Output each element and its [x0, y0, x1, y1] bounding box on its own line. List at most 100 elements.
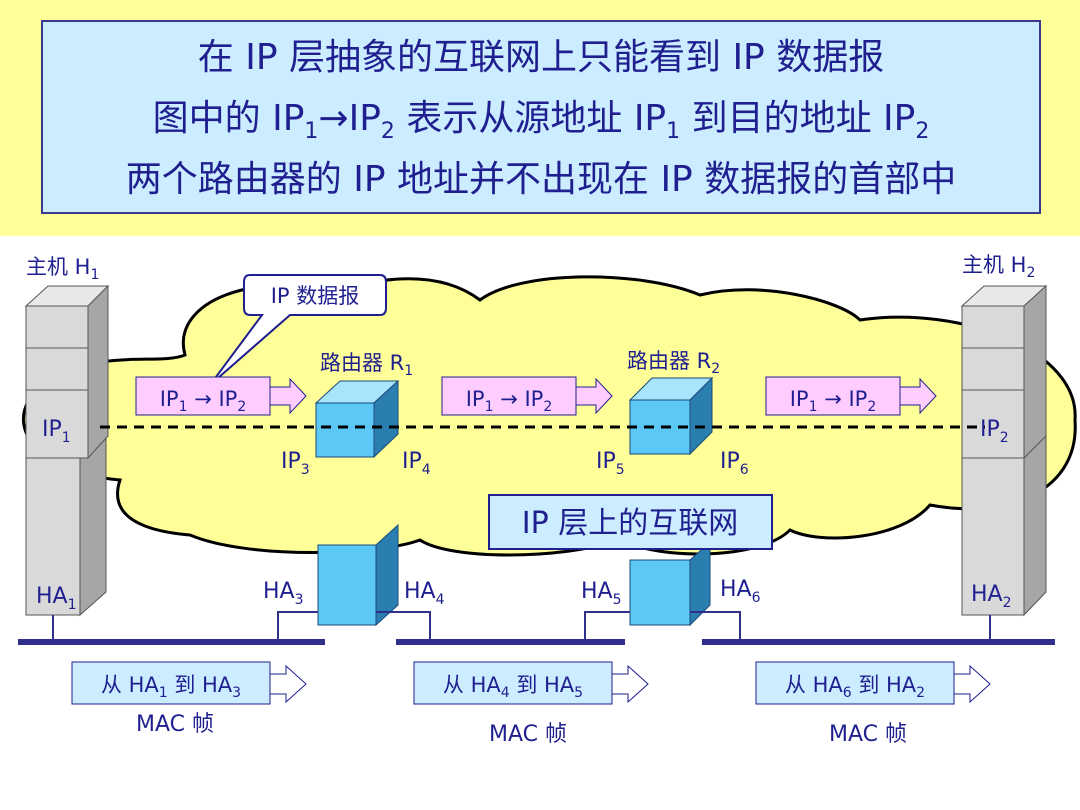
datagram-1-a-sub: 1	[179, 399, 188, 415]
router-r2-label: 路由器 R2	[627, 349, 720, 377]
host-h2-lower-body	[961, 429, 1025, 616]
title-line-2-mid: 表示从源地址	[394, 98, 634, 139]
router-r1-side	[373, 379, 399, 459]
mac-frame-1-from: 从 HA	[101, 673, 159, 697]
host-h2-ip: IP2	[980, 417, 1009, 446]
title-line-2-mid2: 到目的地址	[680, 98, 884, 139]
router-r2-ha-left-text: HA	[581, 579, 613, 604]
host-h2-label-sub: 2	[1026, 265, 1035, 281]
datagram-2: IP1 → IP2	[441, 376, 613, 416]
router-r2-ha-left-sub: 5	[613, 592, 622, 608]
router-r2-lower	[629, 540, 711, 627]
datagram-2-label: IP1 → IP2	[466, 387, 553, 415]
host-h2-ha-sub: 2	[1003, 595, 1012, 611]
mac-frame-1-label: 从 HA1 到 HA3	[101, 673, 241, 701]
datagram-1-b-sub: 2	[237, 399, 246, 415]
datagram-1-arrow-text: →	[188, 387, 219, 411]
bus-connectors	[52, 611, 991, 642]
router-r2-ha-right-text: HA	[720, 577, 752, 602]
host-h2-ip-text: IP	[980, 417, 1000, 442]
host-h2-ip-sub: 2	[1000, 430, 1009, 446]
router-r2-ha-right-sub: 6	[752, 590, 761, 606]
router-r1-label-sub: 1	[404, 363, 413, 379]
mac-frame-3-from-sub: 6	[843, 685, 852, 701]
host-h2-layer-ip	[961, 389, 1025, 459]
title-line-2-c: IP	[633, 98, 667, 139]
mac-frame-2-to: 到 HA	[510, 673, 575, 697]
title-line-1: 在 IP 层抽象的互联网上只能看到 IP 数据报	[197, 37, 885, 78]
host-h2-ha-text: HA	[971, 582, 1003, 607]
datagram-2-arrow-text: →	[494, 387, 525, 411]
datagram-1-label: IP1 → IP2	[160, 387, 247, 415]
title-line-2-a-sub: 1	[304, 119, 319, 145]
datagram-3-box	[765, 376, 901, 416]
datagram-2-a-sub: 1	[485, 399, 494, 415]
router-r1-front	[315, 402, 375, 458]
title-line-2: 图中的 IP1→IP2 表示从源地址 IP1 到目的地址 IP2	[43, 97, 1039, 154]
mac-frame-2-from-sub: 4	[501, 685, 510, 701]
router-r1-ha-left: HA3	[263, 579, 304, 608]
host-h1-ip-sub: 1	[62, 430, 71, 446]
mac-frame-3-arrow	[953, 664, 991, 704]
router-r1-ip-right: IP4	[402, 449, 431, 478]
datagram-3-arrow	[899, 377, 937, 415]
host-h1-ha-sub: 1	[68, 597, 77, 613]
host-h1-ha: HA1	[36, 584, 77, 613]
title-line-2-b: IP	[348, 98, 381, 139]
datagram-callout-bubble	[209, 274, 387, 386]
datagram-1-a: IP	[160, 387, 179, 411]
datagram-2-a: IP	[466, 387, 485, 411]
host-h2-label: 主机 H2	[962, 253, 1035, 281]
mac-frame-3: 从 HA6 到 HA2 MAC 帧	[755, 661, 991, 747]
router-r1-ha-right-text: HA	[404, 579, 436, 604]
mac-frame-3-caption: MAC 帧	[829, 722, 907, 747]
datagram-3-arrow-text: →	[818, 387, 849, 411]
router-r2-ip-left: IP5	[596, 449, 625, 478]
mac-frame-2-caption: MAC 帧	[489, 722, 567, 747]
host-h1-label-sub: 1	[90, 267, 99, 283]
title-line-2-prefix: 图中的	[152, 98, 273, 139]
router-r1-ip-right-sub: 4	[422, 462, 431, 478]
host-h2-layer-mid	[961, 347, 1025, 391]
router-r2-ip-left-sub: 5	[616, 462, 625, 478]
datagram-1-b: IP	[218, 387, 237, 411]
router-r1-ha-right: HA4	[404, 579, 445, 608]
host-h1-layer-top	[25, 305, 89, 349]
datagram-2-arrow	[575, 377, 613, 415]
host-h2-label-text: 主机 H	[962, 253, 1026, 277]
title-line-2-d-sub: 2	[915, 119, 930, 145]
router-r2-ip-right-text: IP	[720, 449, 740, 474]
host-h1-ip: IP1	[42, 417, 71, 446]
mac-frame-2-to-sub: 5	[574, 685, 583, 701]
router-r1-label: 路由器 R1	[320, 351, 413, 379]
internet-label-box	[488, 494, 773, 550]
host-h2-ha: HA2	[971, 582, 1012, 611]
title-line-2-d: IP	[883, 98, 916, 139]
host-h1-side-face	[87, 284, 109, 460]
router-r1-lower	[317, 523, 399, 627]
internet-label: IP 层上的互联网	[522, 506, 738, 541]
router-r1-ip-left: IP3	[281, 449, 310, 478]
title-line-2-arrow: →	[318, 98, 349, 139]
datagram-1: IP1 → IP2	[135, 376, 307, 416]
router-r2-label-sub: 2	[711, 361, 720, 377]
mac-frame-3-box	[755, 661, 955, 705]
datagram-3-a: IP	[790, 387, 809, 411]
router-r1-label-text: 路由器 R	[320, 351, 404, 375]
mac-frame-1-box	[71, 661, 271, 705]
router-r1-lower-side	[375, 523, 399, 627]
mac-frame-2-arrow	[611, 664, 649, 704]
host-h1-layer-ip	[25, 389, 89, 459]
datagram-3-label: IP1 → IP2	[790, 387, 877, 415]
router-r2-side	[689, 376, 713, 456]
drop-ha5	[584, 611, 630, 642]
mac-frame-2-label: 从 HA4 到 HA5	[443, 673, 583, 701]
title-line-2-c-sub: 1	[666, 119, 681, 145]
router-r1-ip-left-sub: 3	[301, 462, 310, 478]
drop-ha4	[376, 611, 431, 642]
mac-frame-1-to: 到 HA	[168, 673, 233, 697]
title-box: 在 IP 层抽象的互联网上只能看到 IP 数据报 图中的 IP1→IP2 表示从…	[41, 20, 1041, 214]
router-r1-ip-left-text: IP	[281, 449, 301, 474]
mac-frame-1: 从 HA1 到 HA3 MAC 帧	[71, 661, 307, 737]
